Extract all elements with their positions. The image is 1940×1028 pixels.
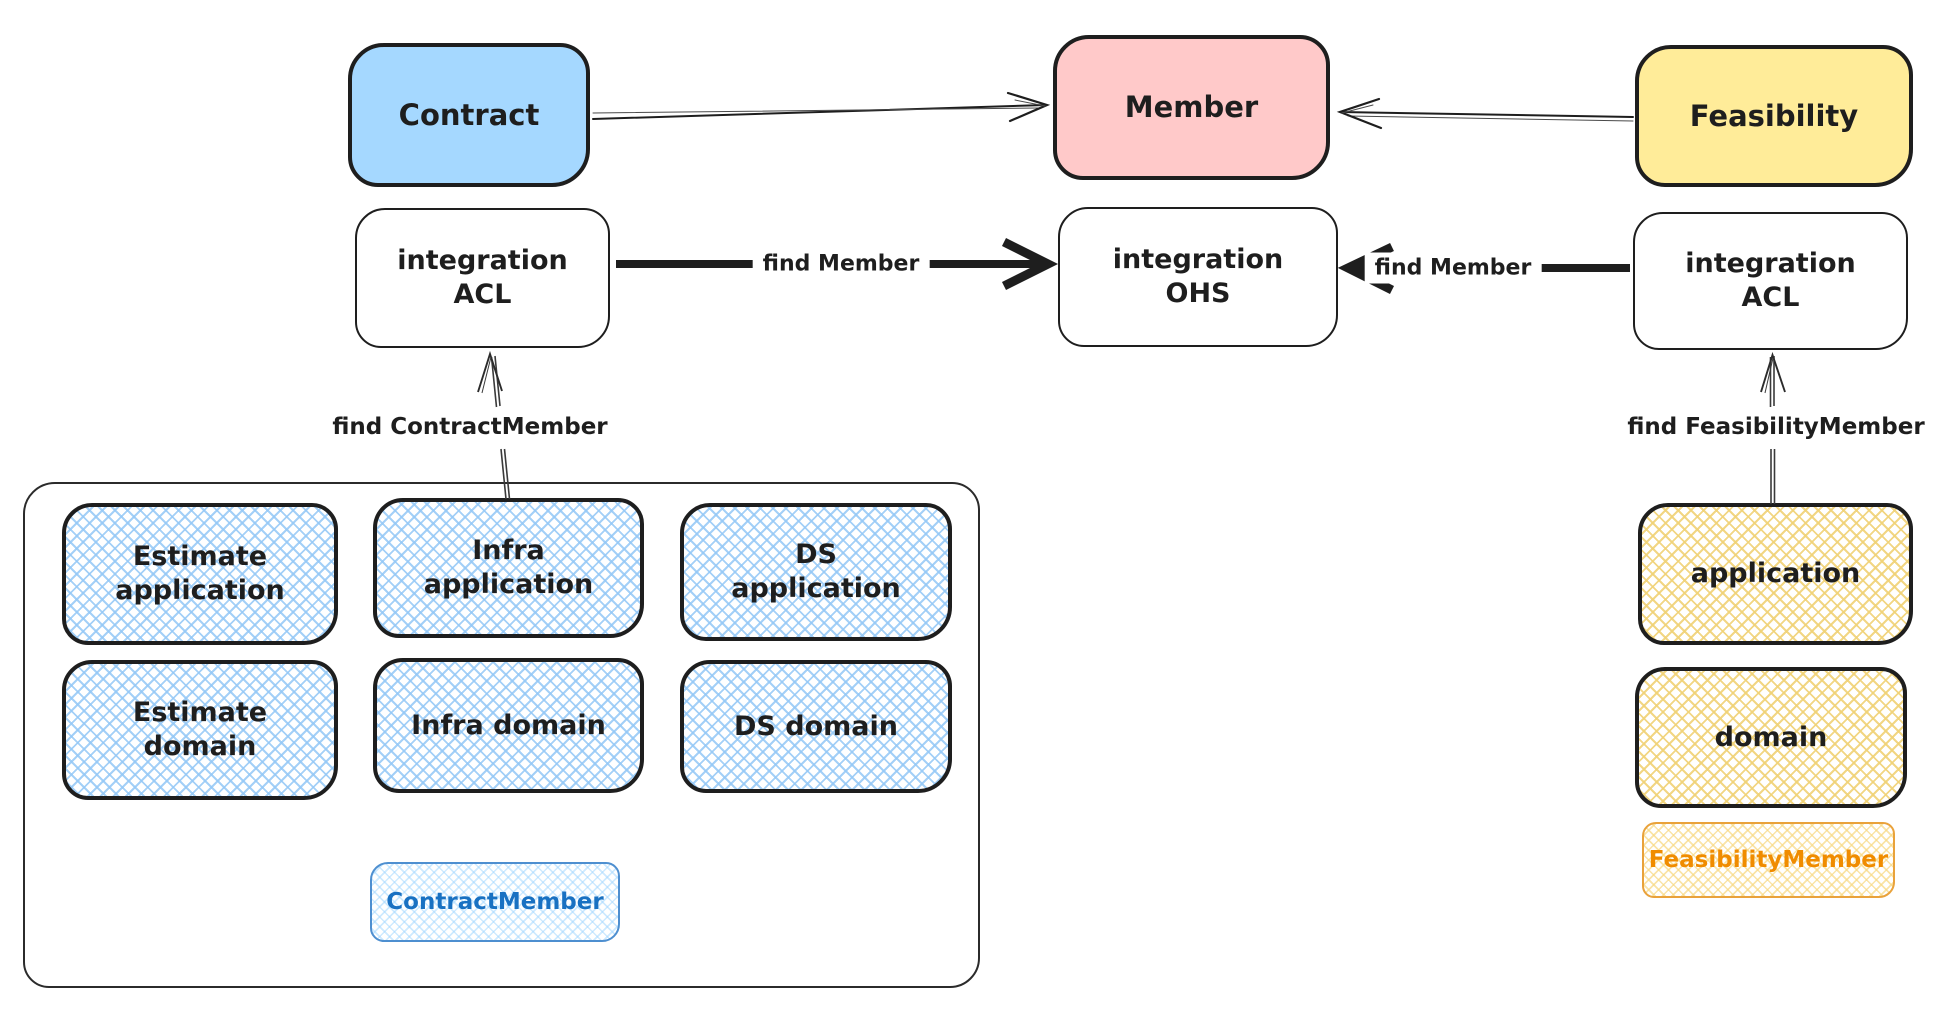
estimate-domain-box: Estimate domain <box>62 660 338 800</box>
infra-domain-box: Infra domain <box>373 658 644 793</box>
infra-application-box: Infra application <box>373 498 644 638</box>
find-member-left-label: find Member <box>752 248 930 280</box>
find-member-right-label: find Member <box>1364 252 1542 284</box>
member-integration-ohs-node: integration OHS <box>1058 207 1338 347</box>
feasibility-member-entity: FeasibilityMember <box>1642 822 1895 898</box>
contract-node: Contract <box>348 43 590 187</box>
feasibility-integration-acl-node: integration ACL <box>1633 212 1908 350</box>
estimate-application-box: Estimate application <box>62 503 338 645</box>
feasibility-application-box: application <box>1638 503 1913 645</box>
ds-domain-box: DS domain <box>680 660 952 793</box>
contract-member-entity: ContractMember <box>370 862 620 942</box>
arrow-feasibility-to-member <box>1336 97 1634 130</box>
contract-integration-acl-node: integration ACL <box>355 208 610 348</box>
find-feasibility-member-label: find FeasibilityMember <box>1617 411 1935 443</box>
feasibility-domain-box: domain <box>1635 667 1907 808</box>
arrow-contract-to-member <box>592 91 1051 123</box>
feasibility-node: Feasibility <box>1635 45 1913 187</box>
ds-application-box: DS application <box>680 503 952 641</box>
member-node: Member <box>1053 35 1330 180</box>
find-contract-member-label: find ContractMember <box>322 411 618 443</box>
